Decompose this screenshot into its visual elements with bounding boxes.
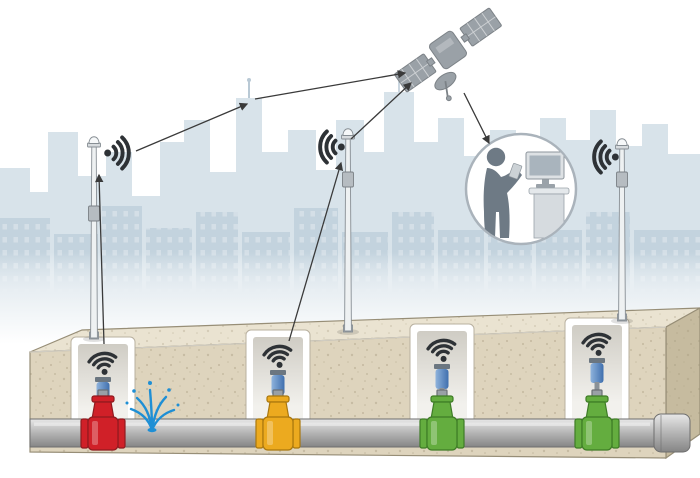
satellite-body-stripe	[435, 37, 455, 54]
sensor-stem	[594, 382, 600, 393]
arrow-relay-to-satellite	[254, 70, 407, 100]
arrow-chamber1-to-pole1	[94, 173, 105, 345]
pipe-highlight	[34, 422, 650, 426]
arrow-satellite-to-station	[463, 92, 490, 145]
station-contents	[483, 147, 570, 239]
ground-edge-highlight	[29, 326, 667, 353]
desk-top	[528, 187, 570, 195]
water-pipeline	[29, 413, 691, 453]
pipe-bell-joint	[653, 413, 691, 453]
leak-droplet	[148, 381, 152, 385]
solar-panel-grid	[400, 58, 431, 88]
pole-control-box	[88, 205, 100, 222]
pole-mast	[618, 144, 626, 321]
solar-panel-grid	[465, 12, 496, 42]
valve-chamber-3	[409, 323, 475, 447]
signal-arrows	[94, 70, 490, 345]
leak-jet	[150, 408, 176, 432]
leak-jet	[129, 407, 154, 432]
pole-dome-cap	[342, 128, 354, 136]
leak-droplet	[132, 389, 136, 393]
pole-dome-cap	[88, 136, 100, 144]
antenna-pole-3	[592, 138, 633, 324]
pole-control-box	[342, 171, 354, 188]
operator-silhouette	[483, 168, 522, 238]
satellite-body	[428, 30, 468, 70]
water-leak-spray	[125, 381, 180, 433]
leak-droplet	[167, 388, 171, 392]
sensor-cap	[270, 370, 286, 375]
monitoring-station	[464, 132, 578, 246]
sensor-cap	[589, 358, 605, 363]
panel-strut	[425, 57, 436, 67]
sensor-cap	[434, 364, 450, 369]
leak-droplet	[125, 401, 129, 405]
antenna-pole-1	[83, 135, 131, 342]
dish-feed-arm	[444, 80, 449, 97]
arrow-pole2-to-satellite	[350, 82, 412, 140]
valve-chamber-4	[564, 317, 630, 447]
tablet-device	[508, 162, 523, 180]
antenna-pole-2	[318, 128, 359, 335]
monitor-stand	[542, 179, 549, 185]
panel-strut	[460, 33, 471, 43]
leak-sensor	[590, 363, 604, 383]
monitor-screen	[529, 155, 561, 176]
leak-droplet	[176, 403, 180, 407]
pole-dome-cap	[616, 138, 628, 146]
relay-antenna-tip	[247, 78, 251, 82]
leak-sensor	[435, 369, 449, 389]
pole-control-box	[616, 171, 628, 188]
pole-mast	[90, 142, 98, 339]
arrow-pole1-to-relay	[135, 102, 249, 152]
dish-feed-tip	[445, 95, 452, 102]
operator-head	[486, 147, 506, 167]
monitor-base	[536, 184, 555, 188]
pole-mast	[344, 134, 352, 332]
ground-top-texture	[30, 308, 700, 352]
arrow-chamber2-to-pole2	[288, 161, 344, 342]
sensor-cap	[95, 377, 111, 382]
